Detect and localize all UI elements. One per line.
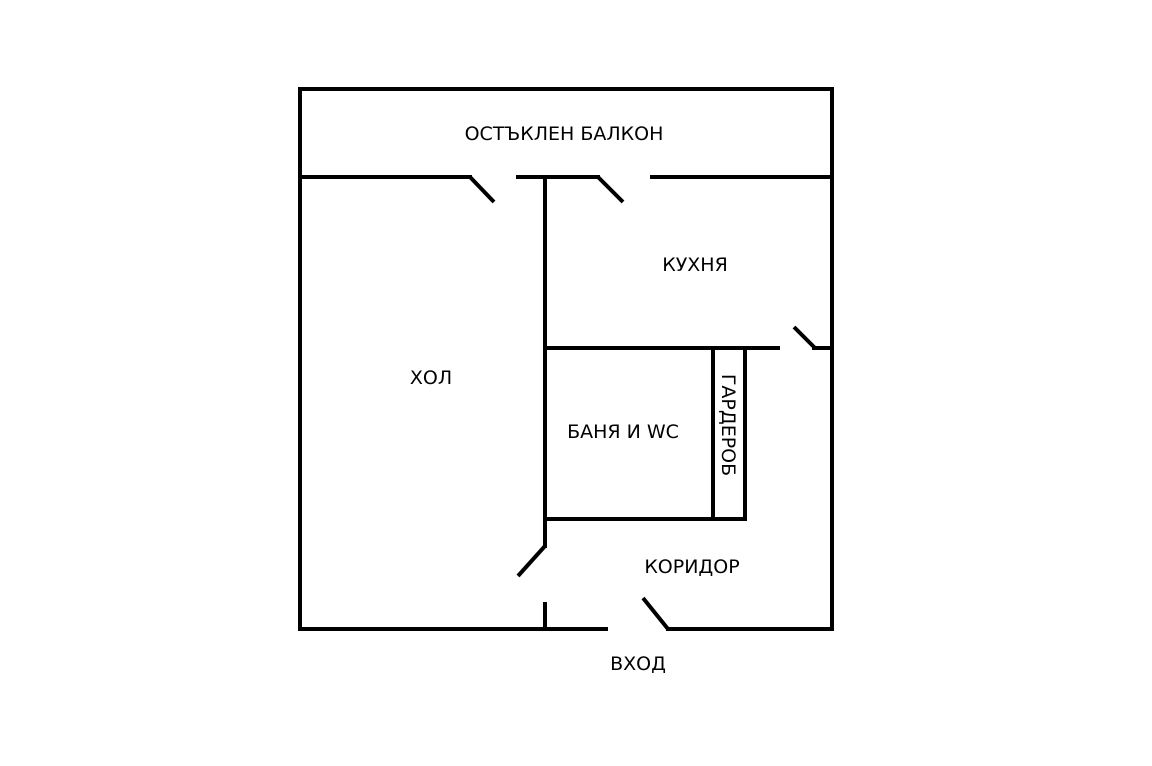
outer-walls (298, 87, 834, 631)
wardrobe-label: ГАРДЕРОБ (717, 374, 739, 476)
entrance-label: ВХОД (610, 653, 666, 675)
balcony-label: ОСТЪКЛЕН БАЛКОН (465, 123, 664, 145)
corridor-label: КОРИДОР (644, 556, 739, 578)
door-kitchen-to-corridor (792, 325, 817, 350)
door-entrance (641, 596, 670, 631)
bathroom-label: БАНЯ И WC (567, 421, 679, 443)
room-labels: ОСТЪКЛЕН БАЛКОН КУХНЯ ХОЛ БАНЯ И WC ГАРД… (410, 123, 740, 675)
kitchen-label: КУХНЯ (662, 254, 728, 276)
interior-walls (543, 175, 834, 631)
door-living-room-to-balcony (468, 175, 496, 204)
living-room-label: ХОЛ (410, 367, 452, 389)
doors (468, 175, 817, 631)
door-living-room-to-corridor (516, 544, 547, 578)
door-kitchen-to-balcony (596, 175, 625, 204)
